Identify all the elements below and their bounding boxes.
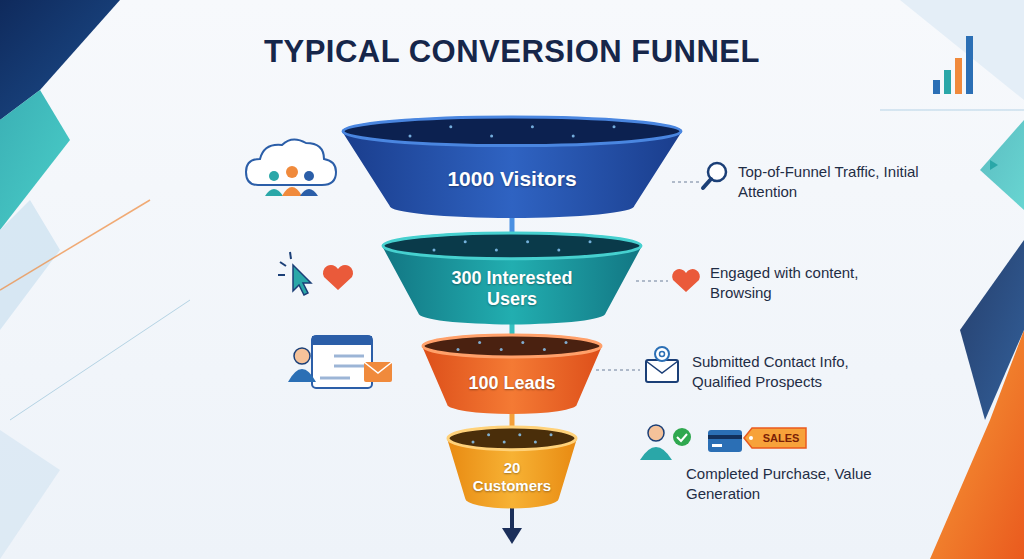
sparkle xyxy=(500,348,503,351)
sparkle xyxy=(572,134,575,137)
funnel-rim xyxy=(448,427,576,450)
sparkle xyxy=(518,433,521,436)
sparkle xyxy=(565,341,568,344)
sparkle xyxy=(521,341,524,344)
sparkle xyxy=(589,240,592,243)
funnel-stage: 100 Leads xyxy=(422,334,602,414)
sparkle xyxy=(550,433,553,436)
funnel-stage: 1000 Visitors xyxy=(342,116,682,218)
sparkle xyxy=(534,441,537,444)
funnel-shape xyxy=(342,116,682,218)
stage-label: 20 Customers xyxy=(469,459,555,494)
funnel-rim xyxy=(383,233,641,259)
funnel-stage: 20 Customers xyxy=(447,426,577,508)
sparkle xyxy=(457,348,460,351)
sparkle xyxy=(487,433,490,436)
text-area: 20 Customers xyxy=(447,449,577,505)
sparkle xyxy=(464,240,467,243)
title: TYPICAL CONVERSION FUNNEL xyxy=(0,34,1024,70)
sparkle xyxy=(503,441,506,444)
funnel-body xyxy=(447,426,577,508)
sparkle xyxy=(472,441,475,444)
sparkle xyxy=(495,249,498,252)
sparkle xyxy=(433,249,436,252)
sparkle xyxy=(526,240,529,243)
stage-label: 100 Leads xyxy=(468,373,555,394)
sparkle xyxy=(490,134,493,137)
funnel-stage: 300 Interested Users xyxy=(382,232,642,324)
sparkle xyxy=(543,348,546,351)
stage-label: 300 Interested Users xyxy=(426,268,598,309)
text-area: 300 Interested Users xyxy=(382,258,642,321)
sparkle xyxy=(478,341,481,344)
sparkle xyxy=(409,134,412,137)
funnel-body xyxy=(422,334,602,414)
stage-label: 1000 Visitors xyxy=(447,167,576,191)
stage-description: Top-of-Funnel Traffic, Initial Attention xyxy=(738,162,948,201)
funnel-body xyxy=(382,232,642,324)
funnel-rim xyxy=(343,117,681,146)
funnel-body xyxy=(342,116,682,218)
sparkle xyxy=(613,125,616,128)
text-area: 100 Leads xyxy=(422,356,602,410)
funnel-rim xyxy=(423,335,601,357)
sparkle xyxy=(557,249,560,252)
stage-description: Completed Purchase, Value Generation xyxy=(686,464,896,503)
stage-description: Submitted Contact Info, Qualified Prospe… xyxy=(692,352,902,391)
sparkle xyxy=(531,125,534,128)
text-area: 1000 Visitors xyxy=(342,145,682,214)
sparkle xyxy=(449,125,452,128)
stage-description: Engaged with content, Browsing xyxy=(710,263,910,302)
tag-text: SALES xyxy=(758,431,804,445)
